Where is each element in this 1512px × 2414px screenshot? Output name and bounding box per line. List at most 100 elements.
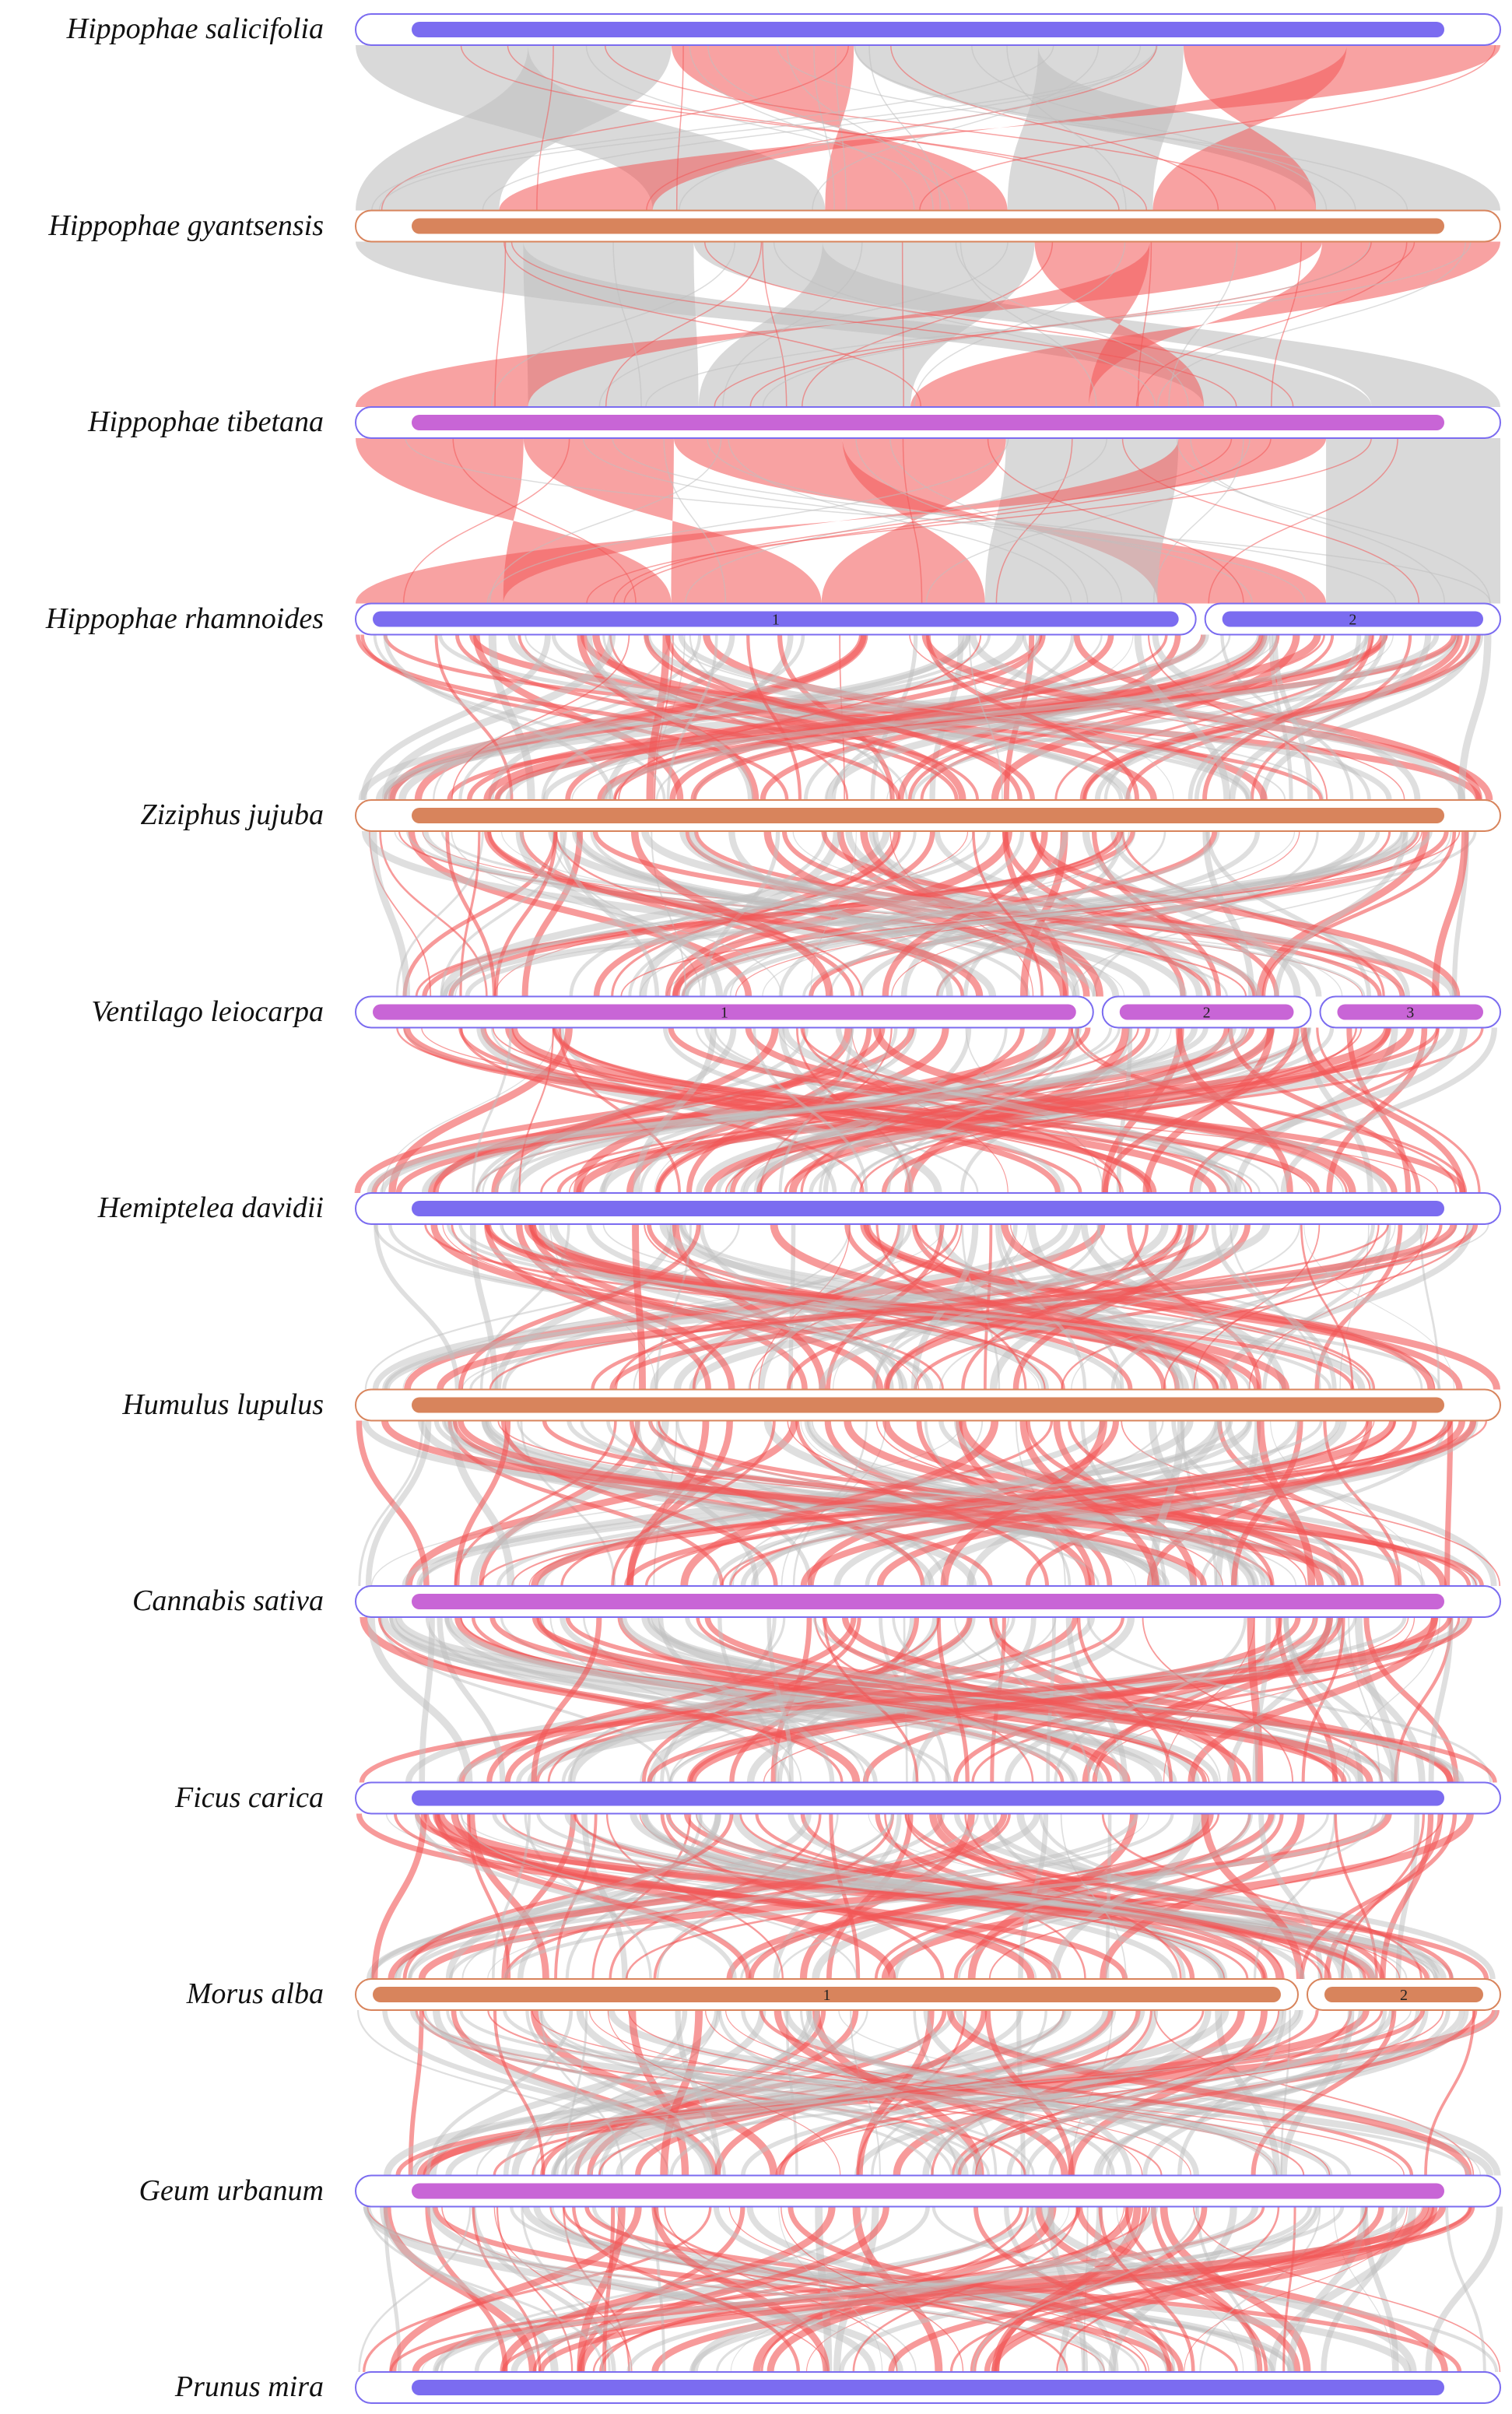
synteny-link <box>873 1026 1356 1194</box>
species-label: Hemiptelea davidii <box>97 1191 324 1224</box>
synteny-link <box>458 1223 1332 1390</box>
synteny-link <box>891 830 1300 997</box>
synteny-link <box>893 1813 1253 1980</box>
synteny-link <box>611 1420 776 1587</box>
synteny-link <box>1199 2206 1321 2373</box>
synteny-link <box>822 1616 1252 1783</box>
synteny-link <box>904 1813 1454 1980</box>
chromosome-track <box>412 1594 1444 1609</box>
synteny-link <box>598 241 1009 408</box>
synteny-link <box>703 241 1294 408</box>
chromosome-track <box>412 1790 1444 1806</box>
synteny-link <box>1303 1223 1454 1390</box>
chromosome-track <box>1324 1987 1483 2002</box>
chromosome-track <box>373 1987 1281 2002</box>
synteny-link <box>762 241 1371 408</box>
synteny-link <box>405 1420 798 1587</box>
synteny-link <box>440 2206 868 2373</box>
synteny-link <box>855 437 1089 604</box>
synteny-link <box>1135 241 1408 408</box>
synteny-link <box>445 830 496 997</box>
synteny-link <box>356 634 901 801</box>
synteny-link <box>576 2009 969 2176</box>
synteny-link <box>507 633 1131 801</box>
synteny-link <box>623 437 1272 604</box>
synteny-link <box>824 633 1271 801</box>
chromosome-track <box>412 415 1444 430</box>
synteny-link <box>1159 2206 1311 2373</box>
synteny-link <box>1425 2206 1503 2373</box>
synteny-link <box>1300 1223 1354 1390</box>
synteny-link <box>955 241 1189 408</box>
collinear-block <box>356 45 672 211</box>
synteny-link <box>802 241 1054 408</box>
synteny-link <box>377 1616 844 1783</box>
synteny-link <box>1187 1616 1438 1783</box>
synteny-link <box>1445 2206 1486 2373</box>
synteny-link <box>974 2009 1280 2176</box>
synteny-link <box>646 44 1157 211</box>
synteny-link <box>925 634 1140 801</box>
species-label: Ficus carica <box>174 1781 324 1814</box>
synteny-link <box>969 633 1466 801</box>
synteny-link <box>1215 1420 1261 1587</box>
synteny-link <box>668 1026 1466 1194</box>
synteny-link <box>511 2009 767 2176</box>
synteny-link <box>666 1813 1408 1980</box>
synteny-link <box>602 2206 616 2373</box>
synteny-link <box>430 1223 884 1391</box>
inverted-block <box>356 438 672 604</box>
synteny-link <box>1184 2206 1408 2373</box>
synteny-link <box>490 241 736 408</box>
synteny-link <box>367 1616 473 1783</box>
synteny-link <box>553 2009 820 2176</box>
segment-number: 2 <box>1349 612 1356 629</box>
synteny-link <box>492 1812 1438 1980</box>
synteny-link <box>1149 1420 1185 1587</box>
synteny-link <box>601 633 1440 801</box>
synteny-link <box>612 241 642 408</box>
synteny-link <box>437 1223 1458 1391</box>
synteny-link <box>1054 1616 1247 1783</box>
synteny-link <box>500 1420 778 1587</box>
synteny-link <box>1261 830 1457 997</box>
synteny-link <box>356 2009 670 2176</box>
synteny-link <box>479 1420 640 1587</box>
synteny-link <box>475 1027 1121 1194</box>
species-label: Prunus mira <box>174 2370 324 2403</box>
synteny-link <box>1019 1420 1159 1587</box>
synteny-link <box>451 1812 896 1980</box>
synteny-link <box>1070 1027 1458 1194</box>
synteny-link <box>686 830 1220 997</box>
synteny-link <box>383 634 614 801</box>
synteny-link <box>774 2009 1068 2176</box>
synteny-link <box>356 1812 1128 1980</box>
synteny-link <box>1380 1813 1434 1980</box>
synteny-link <box>679 44 1142 211</box>
species-label: Morus alba <box>186 1977 324 2010</box>
synteny-link <box>1030 2206 1176 2373</box>
synteny-link <box>1211 1223 1337 1390</box>
synteny-link <box>494 241 507 408</box>
synteny-link <box>773 241 1156 408</box>
synteny-link <box>598 2009 1205 2176</box>
chromosome-track <box>1337 1004 1483 1020</box>
synteny-link <box>461 1813 858 1980</box>
synteny-link <box>561 2009 1109 2177</box>
synteny-link <box>402 830 558 997</box>
chromosome-track <box>1119 1004 1294 1020</box>
synteny-link <box>1176 437 1491 604</box>
synteny-link <box>973 2206 1172 2373</box>
synteny-link <box>1300 1813 1458 1980</box>
synteny-link <box>503 1813 1386 1980</box>
synteny-link <box>971 44 1328 211</box>
synteny-link <box>953 1813 1496 1980</box>
synteny-link <box>707 44 970 211</box>
chromosome-track <box>412 2380 1444 2395</box>
synteny-link <box>385 1813 1331 1980</box>
synteny-link <box>641 830 1458 998</box>
species-label: Hippophae gyantsensis <box>48 209 324 242</box>
synteny-link <box>690 2205 1159 2373</box>
synteny-link <box>592 634 966 801</box>
synteny-link <box>729 830 1130 997</box>
